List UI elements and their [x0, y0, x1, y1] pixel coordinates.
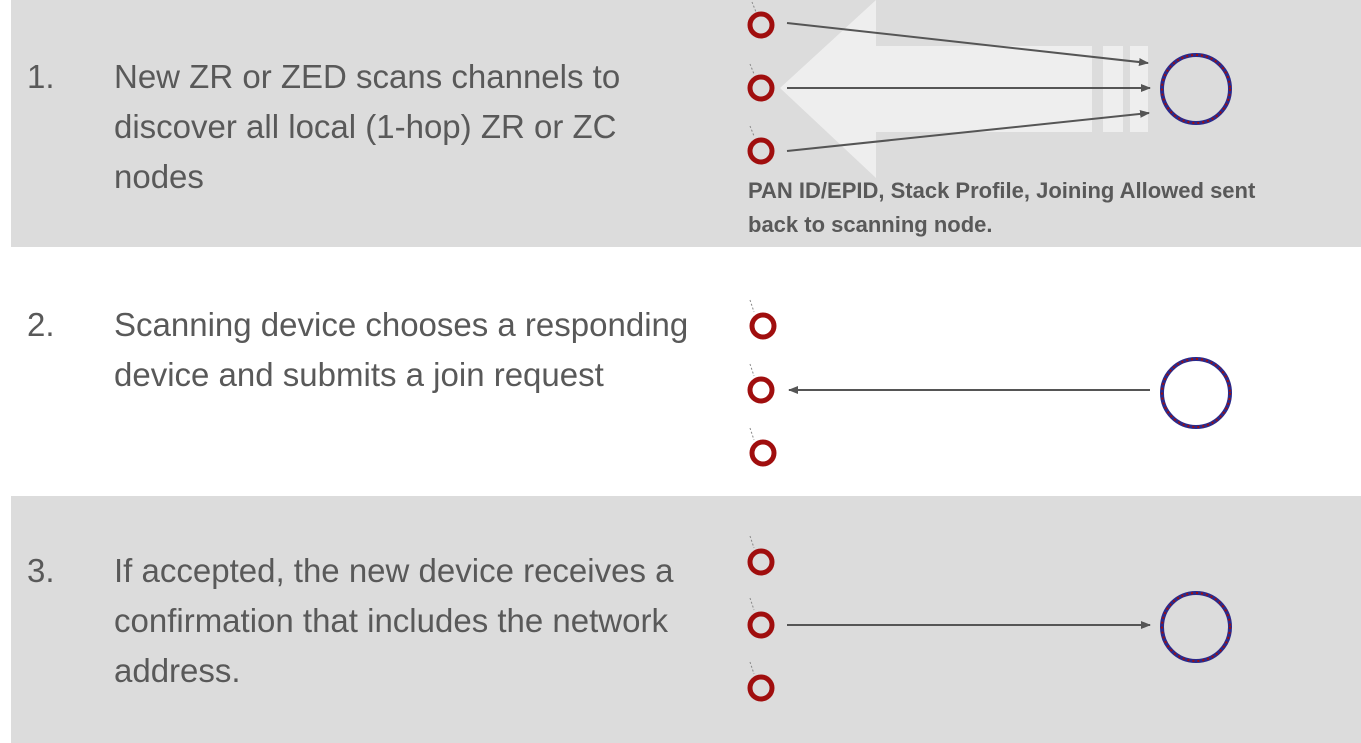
step-2-text: Scanning device chooses a responding dev…: [114, 306, 689, 393]
step-1-text: New ZR or ZED scans channels to discover…: [114, 58, 621, 195]
step-2-panel: [11, 250, 1361, 495]
step-2-number: 2.: [27, 306, 55, 343]
beacon-response-caption: PAN ID/EPID, Stack Profile, Joining Allo…: [748, 178, 1256, 237]
step-3-text: If accepted, the new device receives a c…: [114, 552, 674, 689]
step-1-number: 1.: [27, 58, 55, 95]
step-3-panel: [11, 496, 1361, 743]
step-3-number: 3.: [27, 552, 55, 589]
